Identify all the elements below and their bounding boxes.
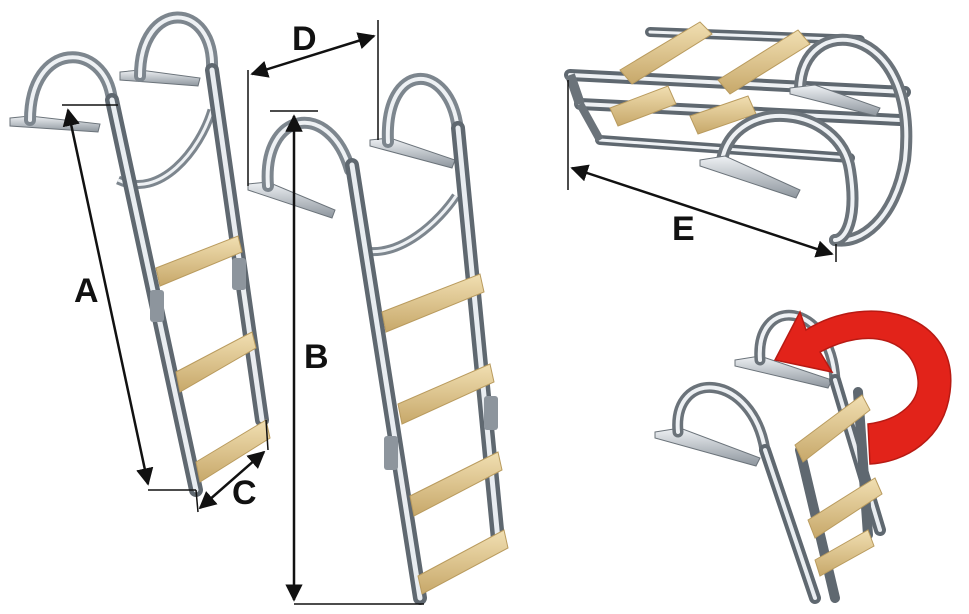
label-e: E [672, 210, 695, 248]
dimension-e-line [570, 164, 834, 258]
label-d: D [292, 20, 317, 58]
label-c: C [232, 474, 257, 512]
label-b: B [304, 338, 329, 376]
dimension-lines [62, 20, 837, 605]
rotation-arrow [773, 310, 952, 465]
dimension-d-line [250, 32, 376, 78]
dimension-a-line [62, 108, 154, 486]
label-a: A [74, 272, 99, 310]
ladder-folded-left [9, 11, 271, 497]
ladder-folded-top-right [564, 21, 913, 247]
ladder-straight-middle [247, 72, 509, 605]
ladder-flip-bottom-right [654, 309, 886, 604]
dimension-c-line [198, 450, 266, 510]
